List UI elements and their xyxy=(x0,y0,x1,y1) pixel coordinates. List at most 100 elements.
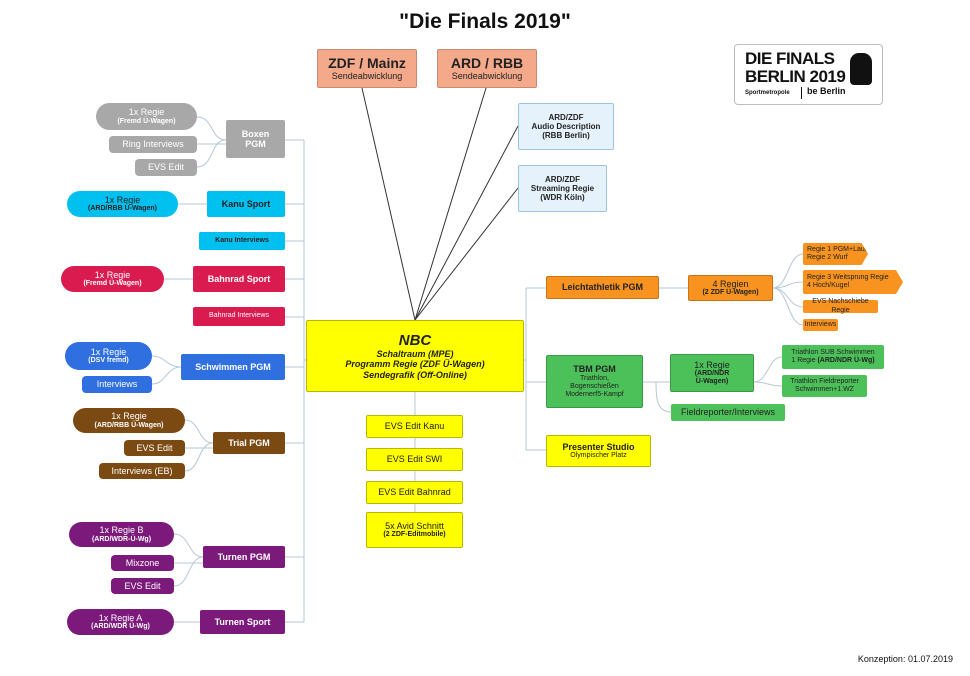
node-trial-regie: 1x Regie (ARD/RBB Ü-Wagen) xyxy=(73,408,185,433)
trial-interviews-label: Interviews (EB) xyxy=(111,465,173,476)
streaming-l1: ARD/ZDF xyxy=(544,174,581,184)
zdf-sub: Sendeabwicklung xyxy=(331,71,403,82)
bahnrad-regie-label: 1x Regie xyxy=(94,269,131,280)
trial-label: Trial PGM xyxy=(228,437,270,448)
node-ring-interviews: Ring Interviews xyxy=(109,136,197,153)
node-nbc: NBC Schaltraum (MPE) Programm Regie (ZDF… xyxy=(306,320,524,392)
logo-line2: BERLIN 2019 xyxy=(745,67,846,86)
logo-line1: DIE FINALS xyxy=(745,49,835,68)
regie-3-line1: Regie 3 Weitsprung Regie xyxy=(807,273,889,281)
nbc-line1: Schaltraum (MPE) xyxy=(376,349,454,360)
node-schwimmen-interviews: Interviews xyxy=(82,376,152,393)
evs-kanu-label: EVS Edit Kanu xyxy=(384,421,445,432)
tbm-regie-label: 1x Regie xyxy=(694,359,730,370)
boxen-label1: Boxen xyxy=(241,128,270,139)
kanu-interviews-label: Kanu Interviews xyxy=(215,236,269,244)
evs-swi-label: EVS Edit SWI xyxy=(386,454,443,465)
streaming-l2: Streaming Regie xyxy=(530,183,595,193)
turnen-pgm-label: Turnen PGM xyxy=(217,551,271,562)
node-ard-rbb: ARD / RBB Sendeabwicklung xyxy=(437,49,537,88)
die-finals-logo: DIE FINALS BERLIN 2019 Sportmetropole be… xyxy=(734,44,883,105)
ard-title: ARD / RBB xyxy=(450,55,524,72)
node-presenter-studio: Presenter Studio Olympischer Platz xyxy=(546,435,651,467)
node-bahnrad-regie: 1x Regie (Fremd Ü-Wagen) xyxy=(61,266,164,292)
trial-regie-sub: (ARD/RBB Ü-Wagen) xyxy=(94,421,164,429)
boxen-links xyxy=(196,116,227,168)
presenter-label: Presenter Studio xyxy=(562,441,635,452)
node-boxen-pgm: Boxen PGM xyxy=(226,120,285,158)
turnen-regie-a-label: 1x Regie A xyxy=(98,612,143,623)
turnen-regie-b-sub: (ARD/WDR-Ü-Wg) xyxy=(91,535,152,543)
logo-line3: Sportmetropole xyxy=(745,90,790,96)
node-turnen-sport: Turnen Sport xyxy=(200,610,285,634)
bahnrad-regie-sub: (Fremd Ü-Wagen) xyxy=(83,280,142,288)
tbm-line4: Modernerf5-Kampf xyxy=(565,390,624,398)
nbc-title: NBC xyxy=(398,331,432,349)
tbm-line3: Bogenschießen xyxy=(570,382,619,390)
streaming-l3: (WDR Köln) xyxy=(540,193,585,203)
avid-label: 5x Avid Schnitt xyxy=(385,520,444,531)
node-kanu-sport: Kanu Sport xyxy=(207,191,285,217)
tbm-regie-sub2: Ü-Wagen) xyxy=(695,378,729,386)
tri2-line1: Triathlon Fieldreporter xyxy=(790,377,859,385)
zdf-title: ZDF / Mainz xyxy=(328,55,406,72)
nbc-line2: Programm Regie (ZDF Ü-Wagen) xyxy=(345,359,485,370)
kanu-label: Kanu Sport xyxy=(221,198,271,209)
line-audio xyxy=(414,125,519,321)
presenter-sub: Olympischer Platz xyxy=(570,452,627,460)
regien-sub: (2 ZDF Ü-Wagen) xyxy=(702,289,759,297)
node-evs-nachschiebe: EVS Nachschiebe Regie xyxy=(803,298,878,314)
regie-3-line2: 4 Hoch/Kugel xyxy=(807,282,850,289)
line-streaming xyxy=(414,187,519,321)
node-regie-1-2: Regie 1 PGM+Lauf Regie 2 Wurf xyxy=(803,243,868,265)
turnen-sport-label: Turnen Sport xyxy=(214,616,271,627)
node-bahnrad-interviews: Bahnrad Interviews xyxy=(193,307,285,326)
regie-1-line2: Regie 2 Wurf xyxy=(807,254,848,261)
node-schwimmen-regie: 1x Regie (DSV fremd) xyxy=(65,342,152,370)
nbc-line3: Sendegrafik (Off-Online) xyxy=(363,369,467,380)
turnen-regie-b-label: 1x Regie B xyxy=(99,525,144,536)
node-schwimmen-pgm: Schwimmen PGM xyxy=(181,354,285,380)
node-triathlon-sub: Triathlon SUB Schwimmen 1 Regie (ARD/NDR… xyxy=(782,345,884,369)
evs-bahnrad-label: EVS Edit Bahnrad xyxy=(378,487,451,498)
logo-separator xyxy=(801,87,802,99)
audio-l2: Audio Description xyxy=(531,121,601,131)
node-leicht-interviews: Interviews xyxy=(803,319,838,331)
node-mixzone: Mixzone xyxy=(111,555,174,571)
tbm-regie-sub1: (ARD/NDR xyxy=(694,370,730,378)
node-kanu-regie: 1x Regie (ARD/RBB Ü-Wagen) xyxy=(67,191,178,217)
leicht-interviews-label: Interviews xyxy=(804,320,837,328)
node-4-regien: 4 Regien (2 ZDF Ü-Wagen) xyxy=(688,275,773,301)
evs-nachschiebe-label: EVS Nachschiebe Regie xyxy=(812,298,869,314)
schwimmen-label: Schwimmen PGM xyxy=(195,361,271,372)
node-leichtathletik-pgm: Leichtathletik PGM xyxy=(546,276,659,299)
schwimmen-regie-label: 1x Regie xyxy=(90,346,127,357)
regien-label: 4 Regien xyxy=(712,278,749,289)
node-evs-edit-swi: EVS Edit SWI xyxy=(366,448,463,471)
diagram-title: "Die Finals 2019" xyxy=(399,10,571,33)
node-boxen-evs: EVS Edit xyxy=(135,159,197,176)
node-zdf-mainz: ZDF / Mainz Sendeabwicklung xyxy=(317,49,417,88)
bear-icon xyxy=(850,53,872,85)
node-avid-schnitt: 5x Avid Schnitt (2 ZDF-Editmobile) xyxy=(366,512,463,548)
node-turnen-regie-a: 1x Regie A (ARD/WDR Ü-Wg) xyxy=(67,609,174,635)
audio-l3: (RBB Berlin) xyxy=(542,131,590,141)
tbm-line2: Triathlon, xyxy=(580,374,609,382)
boxen-regie-sub: (Fremd Ü-Wagen) xyxy=(117,117,176,125)
node-audio-description: ARD/ZDF Audio Description (RBB Berlin) xyxy=(518,103,614,150)
node-tbm-regie: 1x Regie (ARD/NDR Ü-Wagen) xyxy=(670,354,754,392)
node-turnen-regie-b: 1x Regie B (ARD/WDR-Ü-Wg) xyxy=(69,522,174,547)
bahnrad-interviews-label: Bahnrad Interviews xyxy=(209,312,269,320)
node-evs-edit-bahnrad: EVS Edit Bahnrad xyxy=(366,481,463,504)
node-streaming-regie: ARD/ZDF Streaming Regie (WDR Köln) xyxy=(518,165,607,212)
fieldreporter-label: Fieldreporter/Interviews xyxy=(680,407,776,418)
ring-interviews-label: Ring Interviews xyxy=(122,139,184,150)
node-triathlon-fieldreporter: Triathlon Fieldreporter Schwimmen+1.WZ xyxy=(782,375,867,397)
node-kanu-interviews: Kanu Interviews xyxy=(199,232,285,250)
node-trial-interviews: Interviews (EB) xyxy=(99,463,185,479)
logo-line4: be Berlin xyxy=(807,86,846,96)
line-zdf xyxy=(361,87,416,321)
tri1-line2a: 1 Regie xyxy=(791,357,818,364)
node-regie-3-4: Regie 3 Weitsprung Regie 4 Hoch/Kugel xyxy=(803,270,903,294)
schwimmen-regie-sub: (DSV fremd) xyxy=(88,357,129,365)
